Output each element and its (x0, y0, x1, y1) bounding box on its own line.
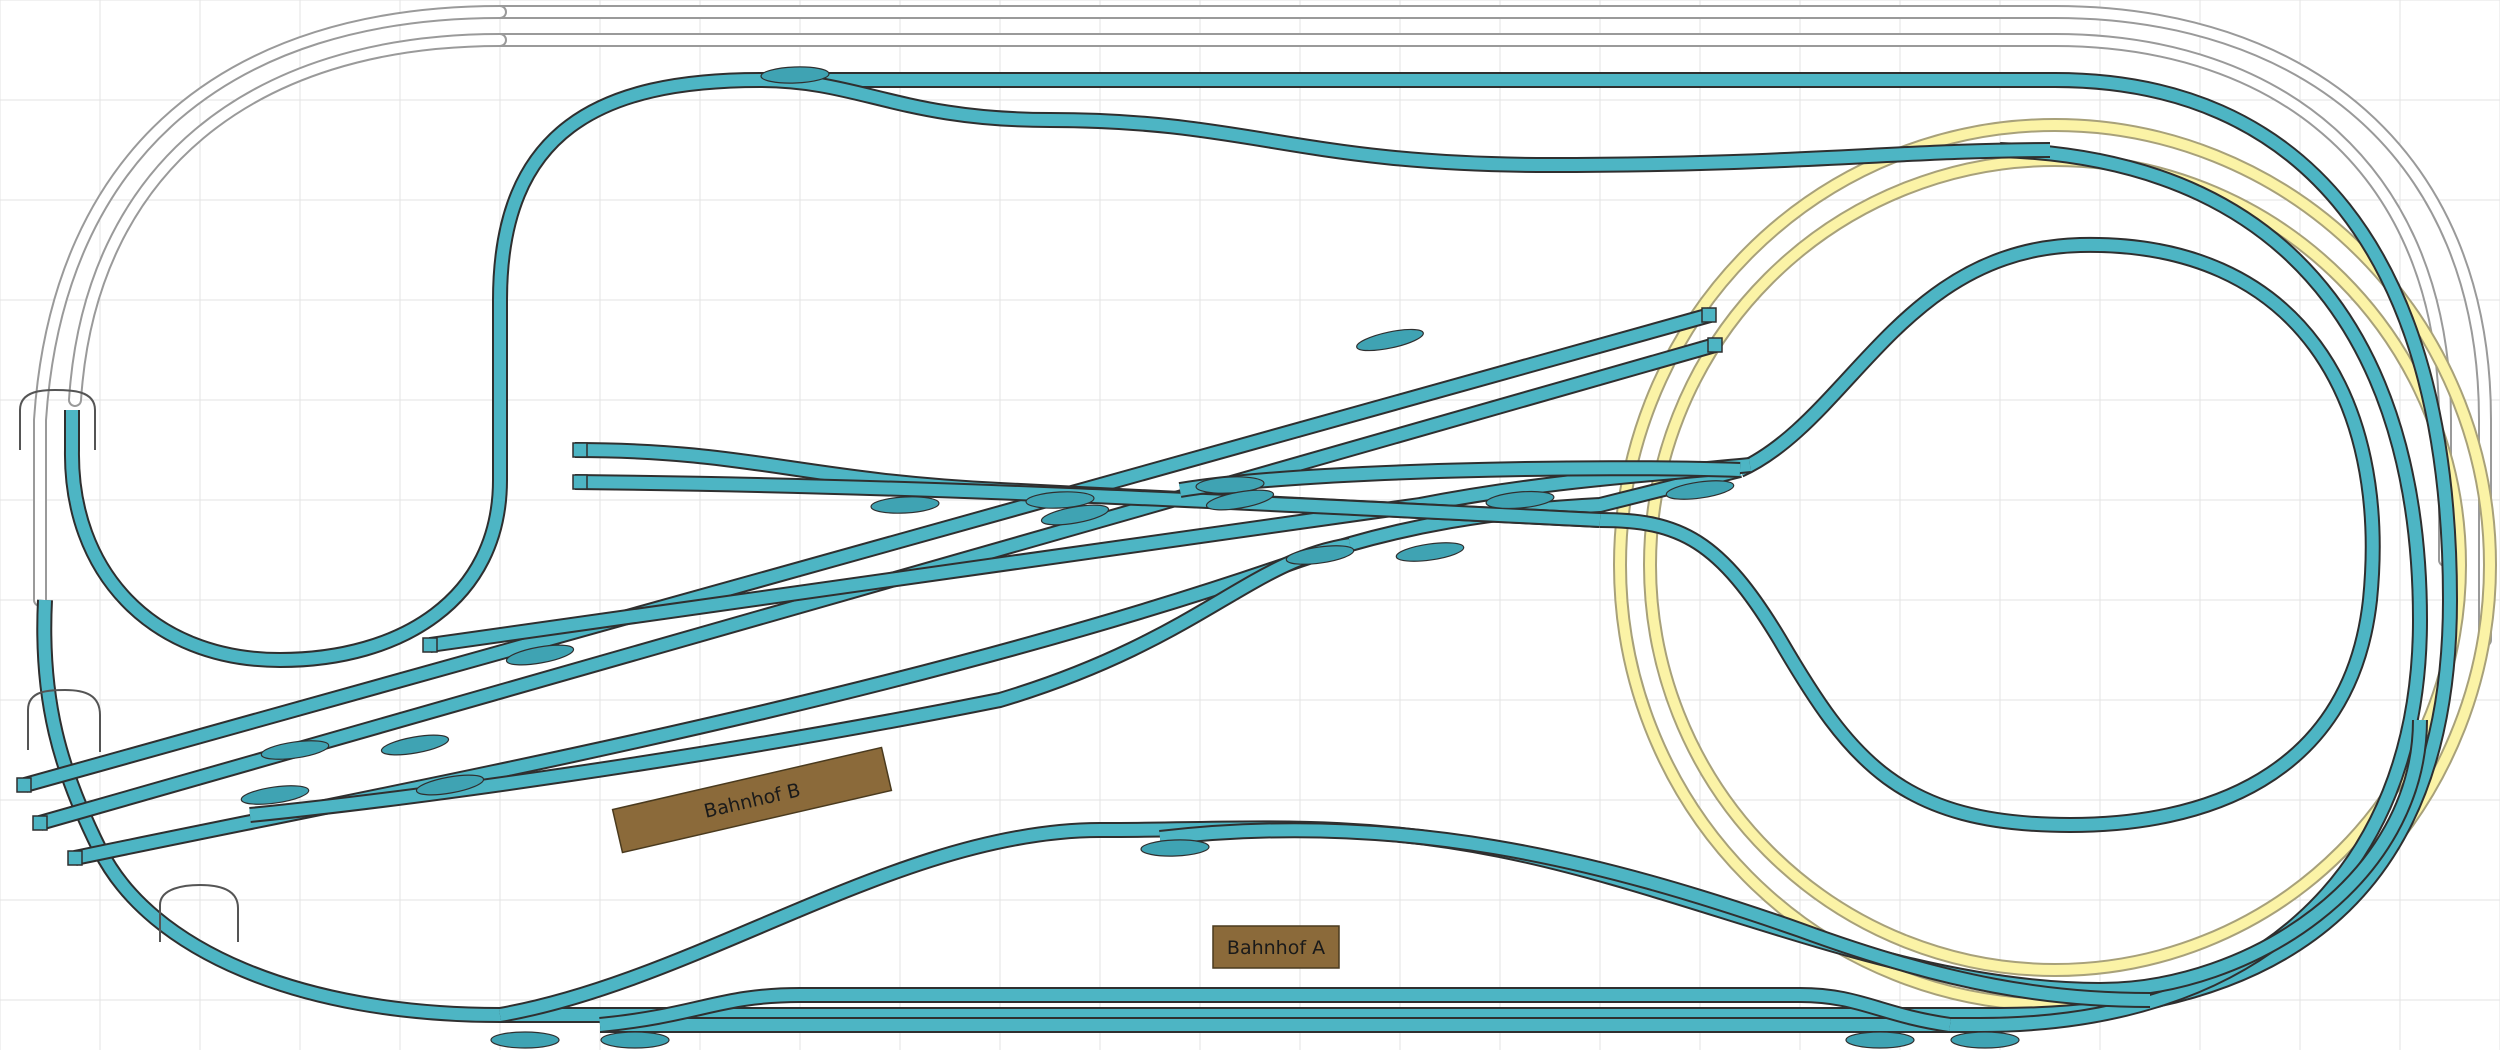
yard-track-5-fill (249, 539, 1351, 821)
bottom-wavy-track (498, 719, 2428, 1023)
bumper-icon (16, 777, 32, 793)
turnout-marker (380, 734, 450, 756)
top-wavy-track-fill (759, 74, 2051, 171)
turnout-marker (1356, 328, 1424, 352)
turnout-marker (1195, 476, 1265, 494)
main-outer-loop (36, 72, 2458, 1023)
left-return-loop (63, 72, 761, 668)
right-balloon-loop-fill (1599, 238, 2379, 831)
bumper-icon (32, 815, 48, 831)
gray-inner-loop-fill (495, 35, 2450, 565)
station-label-b: Bahnhof B (611, 746, 893, 854)
turnout-marker (1285, 545, 1355, 565)
turnout-marker (1025, 491, 1095, 509)
main-outer-loop-fill (38, 74, 2456, 1021)
station-label-a: Bahnhof A (1212, 925, 1340, 969)
gray-inner-loop-left-fill (70, 35, 505, 405)
turnout-marker (600, 1031, 670, 1049)
main-inner-loop-fill (600, 144, 2426, 1031)
bumper-icon (572, 474, 588, 490)
bumper-icon (67, 850, 83, 866)
gray-outer-loop-left-fill (35, 7, 505, 605)
bumper-icon (1701, 307, 1717, 323)
main-track-group (22, 72, 2458, 1033)
turnout-marker (1140, 839, 1210, 857)
tunnel-portal-icon (159, 883, 239, 942)
turnout-marker (1485, 490, 1555, 510)
bottom-wavy-track-2-fill (1159, 824, 2151, 1006)
yard-track-1-fill (23, 309, 1712, 791)
turnout-marker (505, 644, 575, 666)
yellow-inner-ring-fill (1645, 155, 2465, 975)
station-a-plate (1212, 925, 1340, 969)
gray-track-group (33, 5, 2492, 647)
left-return-loop-fill (65, 74, 761, 666)
turnout-marker (260, 740, 330, 760)
tunnel-portal-icon (19, 388, 96, 450)
tunnel-portal-group (19, 388, 239, 942)
bumper-icon (1707, 337, 1723, 353)
turnout-group (240, 66, 2020, 1049)
bumper-icon (572, 442, 588, 458)
turnout-marker (1845, 1031, 1915, 1049)
bottom-siding-fill (599, 989, 1951, 1031)
station-a-text: Bahnhof A (1227, 937, 1325, 959)
turnout-marker (490, 1031, 560, 1049)
turnout-marker (240, 785, 310, 805)
station-b-plate (611, 746, 893, 854)
turnout-marker (1395, 542, 1465, 562)
gray-inner-loop-left (68, 33, 507, 407)
turnout-marker (1665, 480, 1735, 500)
gray-outer-loop-fill (495, 7, 2490, 645)
turnout-marker (1950, 1031, 2020, 1049)
tunnel-portal-icon (27, 688, 101, 752)
bottom-wavy-track-fill (498, 719, 2426, 1021)
yellow-outer-ring-fill (1615, 120, 2495, 1010)
bumper-icon (422, 637, 438, 653)
bumper-group (16, 307, 1723, 866)
turnout-marker (870, 496, 940, 514)
turnout-marker (1205, 489, 1275, 511)
turnout-marker (760, 66, 830, 84)
turnout-marker (415, 774, 485, 796)
